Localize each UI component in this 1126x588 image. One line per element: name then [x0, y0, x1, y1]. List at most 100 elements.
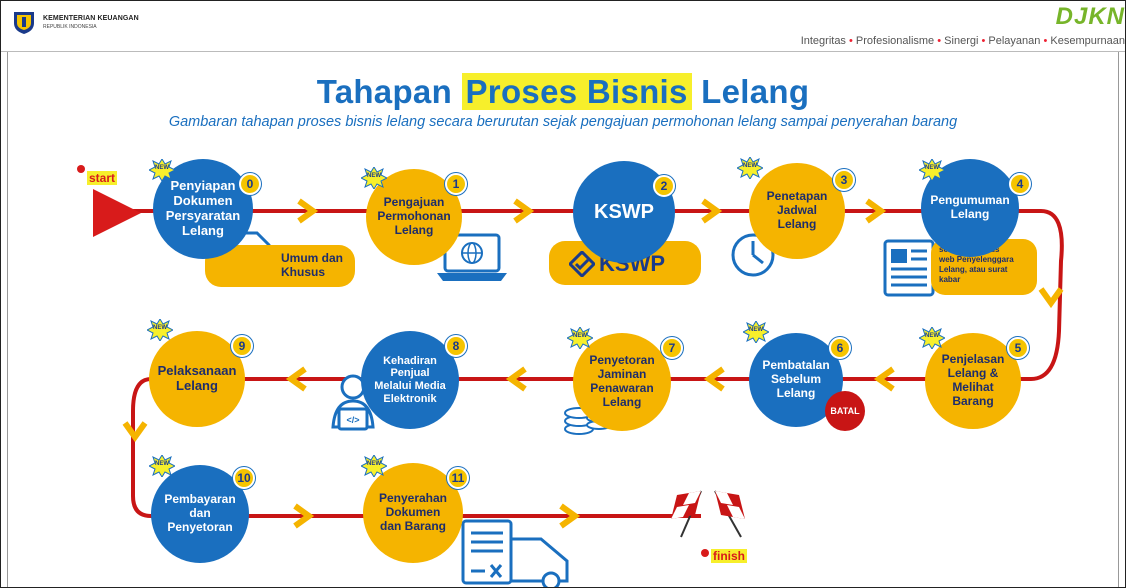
ministry-emblem-icon: [14, 12, 34, 34]
value-item: Pelayanan: [988, 35, 1041, 47]
new-label: NEW: [573, 333, 587, 339]
svg-text:</>: </>: [346, 415, 359, 425]
step-node: Kehadiran Penjual Melalui Media Elektron…: [361, 331, 459, 429]
step-node: Penetapan Jadwal Lelang: [749, 163, 845, 259]
chevron-down-icon: [122, 421, 148, 443]
new-badge: NEW: [359, 166, 389, 190]
step-label: Pengumuman Lelang: [930, 193, 1010, 221]
page-title: Tahapan Proses Bisnis Lelang: [1, 73, 1125, 111]
new-badge: NEW: [359, 454, 389, 478]
chevron-left-icon: [873, 366, 895, 392]
value-item: Kesempurnaan: [1050, 35, 1125, 47]
page-subtitle: Gambaran tahapan proses bisnis lelang se…: [168, 114, 958, 130]
newspaper-icon: [883, 239, 935, 297]
bullet-icon: •: [849, 35, 853, 47]
new-label: NEW: [925, 333, 939, 339]
note-pill: Umum dan Khusus: [205, 245, 355, 287]
divider: [1118, 52, 1119, 587]
bullet-icon: •: [981, 35, 986, 47]
chevron-right-icon: [559, 503, 581, 529]
step-number-badge: 9: [231, 335, 253, 357]
step-number-badge: 3: [833, 169, 855, 191]
divider: [7, 52, 8, 587]
step-number-badge: 8: [445, 335, 467, 357]
new-label: NEW: [925, 165, 939, 171]
step-label: Penjelasan Lelang & Melihat Barang: [941, 352, 1005, 408]
step-label: Pengajuan Permohonan Lelang: [377, 195, 451, 237]
values-tagline: Integritas • Profesionalisme • Sinergi •…: [801, 35, 1125, 47]
cancel-badge: BATAL: [825, 391, 865, 431]
step-number-badge: 5: [1007, 337, 1029, 359]
check-badge-icon: [569, 251, 595, 277]
new-label: NEW: [743, 163, 757, 169]
ministry-name: KEMENTERIAN KEUANGAN: [43, 15, 139, 22]
value-item: Sinergi: [944, 35, 979, 47]
start-arrow-icon: [93, 189, 141, 237]
new-badge: NEW: [917, 158, 947, 182]
step-node: Penyerahan Dokumen dan Barang: [363, 463, 463, 563]
checkered-flags-icon: [671, 490, 745, 538]
bullet-icon: •: [1043, 35, 1048, 47]
step-label: Kehadiran Penjual Melalui Media Elektron…: [374, 354, 446, 405]
step-label: Penyerahan Dokumen dan Barang: [378, 491, 448, 533]
step-number-badge: 6: [829, 337, 851, 359]
person-laptop-icon: </>: [331, 374, 375, 431]
title-part: Tahapan: [316, 73, 462, 110]
step-number-badge: 7: [661, 337, 683, 359]
new-badge: NEW: [145, 318, 175, 342]
new-badge: NEW: [147, 158, 177, 182]
chevron-right-icon: [701, 198, 723, 224]
step-label: Pembayaran dan Penyetoran: [164, 492, 236, 534]
title-part: Lelang: [691, 73, 810, 110]
finish-label: finish: [711, 549, 747, 563]
step-node: Penyetoran Jaminan Penawaran Lelang: [573, 333, 671, 431]
step-label: Pembatalan Sebelum Lelang: [762, 358, 830, 400]
ministry-subname: REPUBLIK INDONESIA: [43, 24, 97, 30]
step-number-badge: 1: [445, 173, 467, 195]
delivery-truck-icon: [461, 519, 569, 587]
step-label: Penyetoran Jaminan Penawaran Lelang: [589, 353, 655, 409]
title-highlight: Proses Bisnis: [461, 73, 692, 110]
new-badge: NEW: [147, 454, 177, 478]
step-label: Pelaksanaan Lelang: [157, 363, 237, 393]
step-node: Pelaksanaan Lelang: [149, 331, 245, 427]
step-label: Penyiapan Dokumen Persyaratan Lelang: [165, 178, 241, 238]
chevron-right-icon: [297, 198, 319, 224]
laptop-globe-icon: [437, 233, 507, 281]
new-badge: NEW: [565, 326, 595, 350]
flow-line: [131, 377, 152, 518]
step0-note: Umum dan Khusus: [281, 251, 344, 280]
chevron-right-icon: [293, 503, 315, 529]
new-label: NEW: [155, 461, 169, 467]
new-label: NEW: [749, 327, 763, 333]
finish-dot-icon: [701, 549, 709, 557]
brand-logo: DJKN: [1055, 3, 1125, 30]
new-label: NEW: [367, 461, 381, 467]
step-node: Pembayaran dan Penyetoran: [151, 465, 249, 563]
chevron-right-icon: [513, 198, 535, 224]
new-badge: NEW: [917, 326, 947, 350]
chevron-left-icon: [505, 366, 527, 392]
start-label: start: [87, 171, 118, 185]
bullet-icon: •: [937, 35, 942, 47]
step-number-badge: 11: [447, 467, 469, 489]
step-label: Penetapan Jadwal Lelang: [766, 189, 828, 231]
new-label: NEW: [153, 325, 167, 331]
new-label: NEW: [155, 165, 169, 171]
step-number-badge: 4: [1009, 173, 1031, 195]
chevron-left-icon: [285, 366, 307, 392]
step-number-badge: 2: [653, 175, 675, 197]
new-label: NEW: [367, 173, 381, 179]
chevron-left-icon: [703, 366, 725, 392]
step-node: Penjelasan Lelang & Melihat Barang: [925, 333, 1021, 429]
flow-line: [1030, 209, 1064, 381]
step-number-badge: 10: [233, 467, 255, 489]
chevron-down-icon: [1038, 287, 1064, 309]
chevron-right-icon: [865, 198, 887, 224]
header: KEMENTERIAN KEUANGAN REPUBLIK INDONESIA …: [1, 1, 1125, 52]
step-number-badge: 0: [239, 173, 261, 195]
value-item: Profesionalisme: [855, 35, 935, 47]
new-badge: NEW: [735, 156, 765, 180]
start-dot-icon: [77, 165, 85, 173]
